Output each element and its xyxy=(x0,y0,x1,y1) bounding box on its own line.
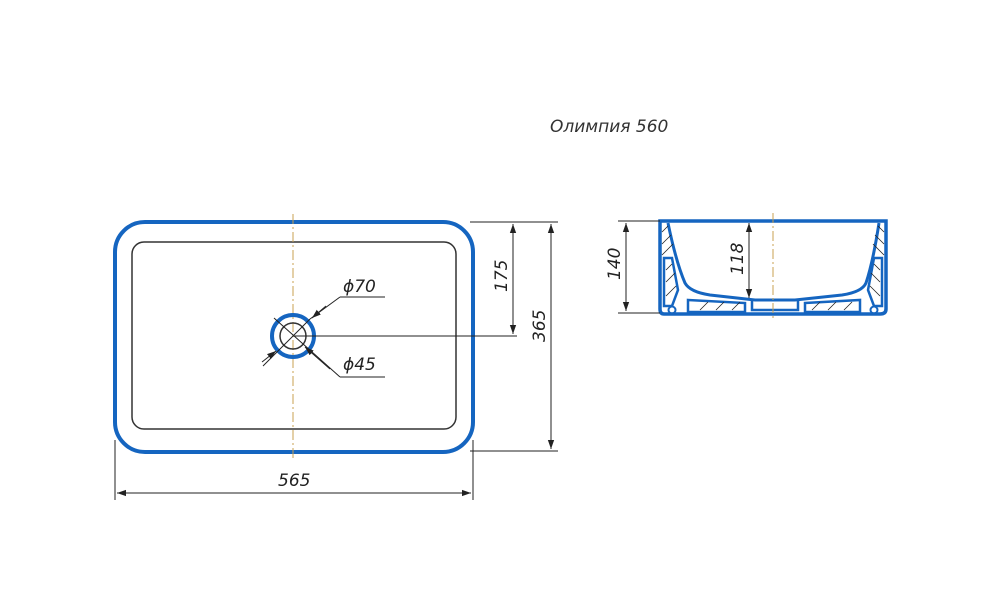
drain-diameter-label: ϕ45 xyxy=(343,355,376,375)
section-bottom-pocket-right xyxy=(803,298,862,314)
phi45-arrow xyxy=(304,346,331,370)
section-hatching xyxy=(661,225,885,311)
section-right-pocket xyxy=(866,256,884,308)
depth-dimension-label: 365 xyxy=(530,310,550,342)
height-dimension-label: 140 xyxy=(605,248,625,280)
phi70-arrow-a xyxy=(311,305,327,319)
bowl-depth-label: 118 xyxy=(728,242,748,275)
phi45-leader xyxy=(273,317,341,378)
outer-diameter-label: ϕ70 xyxy=(343,277,376,297)
section-drain-cavity xyxy=(750,300,800,312)
foot-right xyxy=(869,305,879,315)
foot-left xyxy=(667,305,677,315)
section-left-pocket xyxy=(662,256,680,308)
drawing-title: Олимпия 560 xyxy=(550,117,668,137)
section-view: 140 118 xyxy=(605,213,888,318)
phi70-leader xyxy=(262,318,311,367)
section-outer-outline xyxy=(658,219,888,316)
offset-dimension-label: 175 xyxy=(492,260,512,292)
width-dimension-label: 565 xyxy=(278,471,310,491)
section-bowl-surface xyxy=(666,222,881,302)
basin-outer-rim xyxy=(113,220,475,454)
phi70-arrow-b xyxy=(261,350,277,363)
top-view: ϕ70 ϕ45 565 365 175 xyxy=(113,214,558,500)
section-bottom-pocket-left xyxy=(686,298,747,314)
